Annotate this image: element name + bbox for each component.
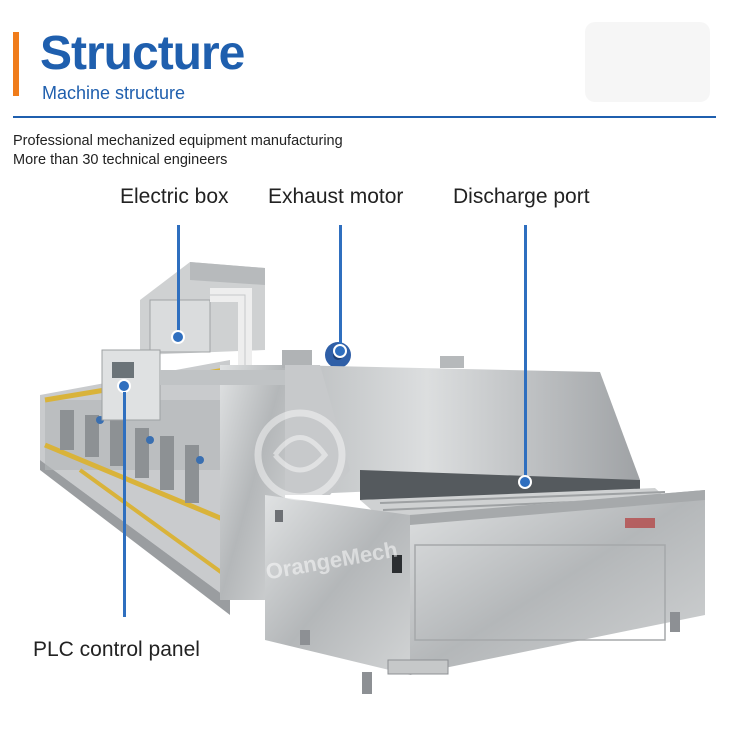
callout-dot-plc-panel [117, 379, 131, 393]
page-title: Structure [40, 27, 245, 80]
callout-line-exhaust-motor [339, 225, 342, 347]
callout-dot-exhaust-motor [333, 344, 347, 358]
callout-label-exhaust-motor: Exhaust motor [268, 185, 404, 208]
tagline-1: Professional mechanized equipment manufa… [13, 133, 343, 149]
callout-dot-electric-box [171, 330, 185, 344]
title-accent-bar [13, 32, 19, 96]
callout-line-plc-panel [123, 392, 126, 617]
callout-label-electric-box: Electric box [120, 185, 229, 208]
header-decoration [585, 22, 710, 102]
tagline-2: More than 30 technical engineers [13, 152, 228, 168]
header-divider [13, 116, 716, 118]
page-subtitle: Machine structure [42, 83, 186, 103]
callout-label-plc-panel: PLC control panel [33, 638, 200, 661]
callout-line-discharge-port [524, 225, 527, 479]
callout-line-electric-box [177, 225, 180, 335]
callout-label-discharge-port: Discharge port [453, 185, 590, 208]
callout-dot-discharge-port [518, 475, 532, 489]
